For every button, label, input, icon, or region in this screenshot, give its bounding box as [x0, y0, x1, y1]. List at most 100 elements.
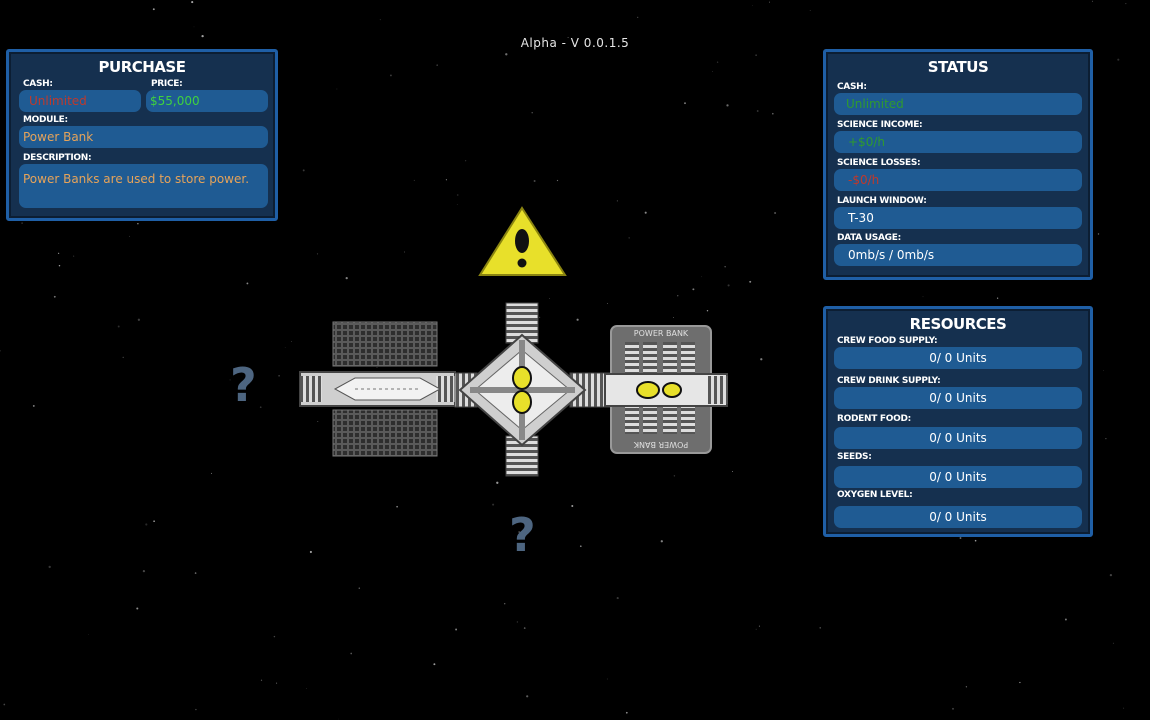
star: [774, 211, 777, 215]
star: [526, 695, 529, 698]
science-losses-label: SCIENCE LOSSES:: [837, 158, 921, 168]
star: [48, 565, 51, 569]
star: [660, 540, 663, 543]
star: [1019, 681, 1021, 684]
purchase-price-field: $55,000: [146, 90, 268, 112]
science-losses-field: -$0/h: [834, 169, 1082, 191]
star: [809, 10, 811, 11]
star: [152, 8, 155, 11]
star: [345, 276, 348, 280]
star: [819, 627, 821, 629]
star: [276, 682, 278, 684]
science-income-label: SCIENCE INCOME:: [837, 120, 923, 130]
star: [756, 110, 759, 112]
oxygen-level-field: 0/ 0 Units: [834, 506, 1082, 528]
star: [637, 16, 639, 18]
star: [677, 295, 679, 297]
purchase-module-label: MODULE:: [23, 115, 68, 125]
star: [692, 288, 695, 291]
star: [974, 539, 977, 542]
star: [1109, 573, 1113, 577]
star: [302, 169, 305, 172]
question-mark-icon[interactable]: ?: [230, 358, 257, 412]
seeds-label: SEEDS:: [837, 452, 872, 462]
star: [755, 628, 757, 630]
science-income-field: +$0/h: [834, 131, 1082, 153]
star: [1125, 3, 1127, 5]
star: [376, 367, 378, 368]
solar-panel-module[interactable]: [299, 321, 456, 457]
star: [260, 679, 263, 681]
star: [136, 607, 139, 610]
star: [579, 545, 582, 548]
star: [455, 628, 458, 631]
star: [538, 316, 541, 319]
resources-title: RESOURCES: [909, 315, 1007, 333]
star: [922, 296, 924, 298]
star: [193, 26, 195, 28]
star: [57, 252, 60, 254]
star: [117, 325, 120, 328]
star: [701, 276, 703, 278]
star: [755, 54, 757, 56]
launch-window-field: T-30: [834, 207, 1082, 229]
star: [273, 635, 276, 638]
star: [576, 318, 579, 321]
star: [210, 472, 213, 474]
star: [503, 602, 506, 605]
version-label: Alpha - V 0.0.1.5: [520, 36, 630, 50]
star: [752, 5, 753, 6]
star: [606, 678, 608, 680]
seeds-field: 0/ 0 Units: [834, 466, 1082, 488]
star: [229, 379, 231, 381]
star: [122, 356, 124, 359]
star: [3, 703, 6, 706]
star: [195, 708, 197, 711]
hub-module[interactable]: [454, 302, 611, 477]
star: [191, 1, 194, 4]
power-bank-label-bottom: POWER BANK: [633, 440, 688, 449]
star: [445, 179, 447, 181]
star: [1117, 58, 1120, 61]
star: [556, 179, 559, 182]
rodent-food-label: RODENT FOOD:: [837, 414, 911, 424]
question-mark-icon[interactable]: ?: [509, 508, 536, 562]
star: [505, 53, 508, 56]
star: [684, 102, 686, 105]
star: [531, 111, 533, 114]
star: [727, 284, 730, 287]
star: [644, 211, 647, 214]
star: [316, 253, 319, 255]
power-bank-module[interactable]: POWER BANK POWER BANK: [604, 325, 728, 454]
star: [129, 235, 130, 237]
status-cash-field: Unlimited: [834, 93, 1082, 115]
star: [1123, 707, 1125, 709]
star: [772, 112, 774, 115]
resources-panel: RESOURCES CREW FOOD SUPPLY: 0/ 0 Units C…: [823, 306, 1093, 537]
star: [53, 295, 56, 298]
warning-triangle-icon[interactable]: [478, 206, 567, 276]
purchase-module-field: Power Bank: [19, 126, 268, 148]
star: [433, 663, 436, 666]
star: [758, 625, 760, 627]
star: [58, 264, 61, 267]
star: [724, 266, 726, 268]
solar-panel-icon: [332, 409, 438, 457]
star: [625, 711, 628, 714]
status-cash-label: CASH:: [837, 82, 867, 92]
star: [769, 1, 770, 3]
data-usage-label: DATA USAGE:: [837, 233, 901, 243]
purchase-cash-field: Unlimited: [19, 90, 141, 112]
star: [358, 587, 361, 589]
star: [456, 194, 459, 196]
crew-drink-label: CREW DRINK SUPPLY:: [837, 376, 941, 386]
star: [201, 34, 204, 38]
star: [404, 251, 405, 253]
star: [21, 222, 23, 224]
star: [246, 282, 249, 285]
star: [137, 223, 139, 225]
status-title: STATUS: [927, 58, 989, 76]
star: [1112, 642, 1114, 644]
star: [338, 718, 339, 720]
star: [464, 160, 467, 162]
